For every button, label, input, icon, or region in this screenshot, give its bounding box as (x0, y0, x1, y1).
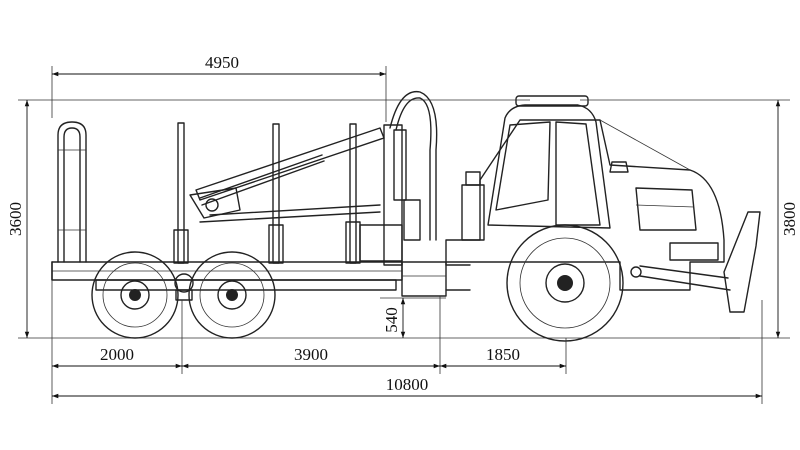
dim-total-height: 3600 (6, 202, 25, 236)
rear-wheel-2 (188, 251, 276, 339)
dim-ground-clearance: 540 (382, 307, 401, 333)
crane (189, 90, 438, 266)
dim-rear-overhang: 2000 (100, 345, 134, 364)
dim-wheelbase: 3900 (294, 345, 328, 364)
load-gate (57, 121, 87, 263)
front-body (445, 119, 725, 291)
forwarder-machine (51, 90, 761, 342)
rear-frame (51, 261, 403, 291)
dim-cab-height: 3800 (780, 202, 799, 236)
dimension-lines (18, 66, 790, 404)
rear-wheel-1 (91, 251, 179, 339)
articulation-joint (401, 261, 471, 297)
dozer-blade (630, 211, 761, 313)
cab (487, 95, 691, 229)
dim-front-overhang: 1850 (486, 345, 520, 364)
front-wheel (506, 224, 624, 342)
bogie-center (174, 273, 194, 301)
dim-crane-reach: 4950 (205, 53, 239, 72)
dim-total-length: 10800 (386, 375, 429, 394)
stakes (173, 122, 361, 264)
